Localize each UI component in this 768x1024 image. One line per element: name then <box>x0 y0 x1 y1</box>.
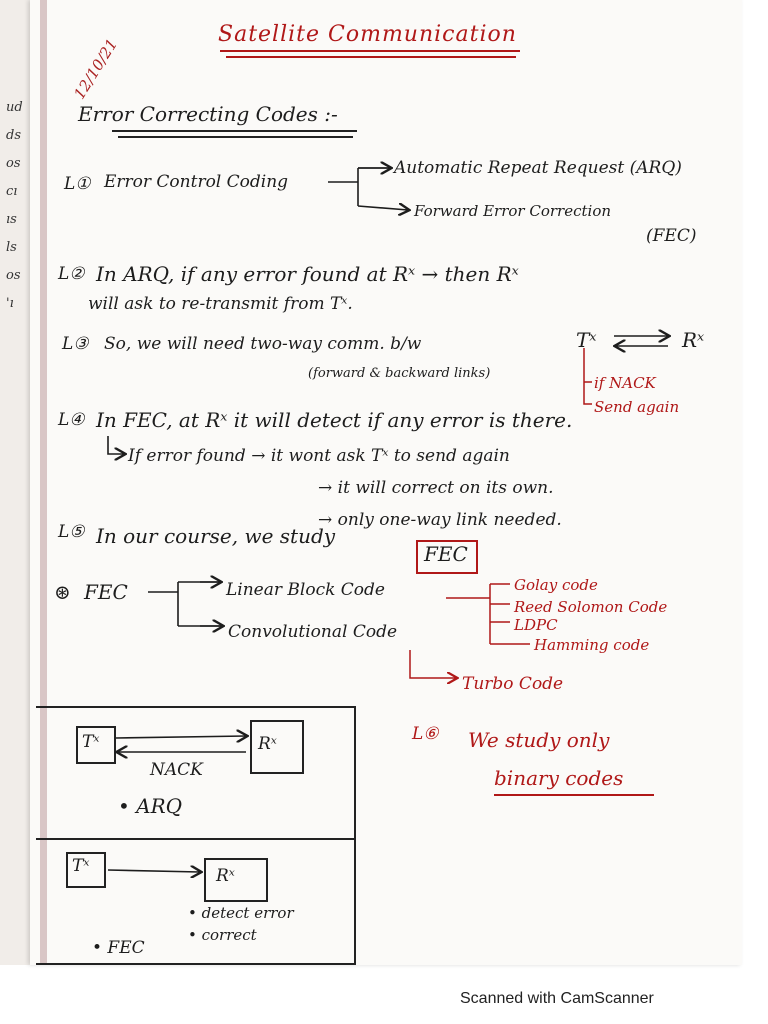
fec-rx-box <box>204 858 268 902</box>
rx-label: Rˣ <box>682 328 705 352</box>
course-note: In our course, we study <box>96 524 336 548</box>
fec-subnote-1: If error found → it wont ask Tˣ to send … <box>128 446 510 466</box>
margin-line <box>40 0 47 965</box>
arq-nack-label: NACK <box>150 760 203 780</box>
tx-label: Tˣ <box>576 328 597 352</box>
margin-fragment: ls <box>6 240 17 255</box>
page-title: Satellite Communication <box>218 22 517 47</box>
diagram-frame <box>36 706 356 965</box>
fec-abbr: (FEC) <box>646 226 697 246</box>
fec-subnote-3: → only one-way link needed. <box>318 510 562 530</box>
arq-caption: • ARQ <box>118 794 183 818</box>
margin-fragment: os <box>6 156 21 171</box>
bullet-2: L② <box>58 264 85 284</box>
fec-rx-label: Rˣ <box>216 866 235 886</box>
arq-tx-box <box>76 726 116 764</box>
scanner-watermark: Scanned with CamScanner <box>460 990 654 1007</box>
arq-rx-box <box>250 720 304 774</box>
reed-solomon-code: Reed Solomon Code <box>514 598 668 616</box>
fec-tx-label: Tˣ <box>72 856 90 876</box>
fec-highlight-box <box>416 540 478 574</box>
margin-fragment: cı <box>6 184 18 199</box>
fec-note-correct: • correct <box>188 926 257 944</box>
title-underline-2 <box>226 56 516 58</box>
arq-note-b: will ask to re-transmit from Tˣ. <box>88 294 353 314</box>
margin-fragment: 'ı <box>6 296 14 311</box>
margin-fragment: ud <box>6 100 23 115</box>
bullet-6: L⑥ <box>412 724 439 744</box>
diagram-divider <box>36 838 356 840</box>
send-again-note: Send again <box>594 398 680 416</box>
hamming-code: Hamming code <box>534 636 650 654</box>
fec-note: In FEC, at Rˣ it will detect if any erro… <box>96 408 573 432</box>
arq-branch: Automatic Repeat Request (ARQ) <box>394 158 682 178</box>
heading-underline <box>112 130 357 132</box>
error-control-coding-label: Error Control Coding <box>104 172 289 192</box>
ldpc-code: LDPC <box>514 616 558 634</box>
bullet-3: L③ <box>62 334 89 354</box>
bullet-1: L① <box>64 174 91 194</box>
margin-fragment: ıs <box>6 212 17 227</box>
linear-block-code: Linear Block Code <box>226 580 385 600</box>
margin-fragment: os <box>6 268 21 283</box>
fec-boxed-label: FEC <box>424 542 468 566</box>
links-note: (forward & backward links) <box>308 366 491 381</box>
fec-note-detect: • detect error <box>188 904 294 922</box>
bullet-4: L④ <box>58 410 85 430</box>
convolutional-code: Convolutional Code <box>228 622 398 642</box>
notebook-spine <box>0 0 34 965</box>
fec-tree-root: FEC <box>84 580 128 604</box>
fec-tx-box <box>66 852 106 888</box>
arq-tx-label: Tˣ <box>82 732 100 752</box>
margin-fragment: ds <box>6 128 21 143</box>
arq-note-a: In ARQ, if any error found at Rˣ → then … <box>96 262 519 286</box>
if-nack-note: if NACK <box>594 374 656 392</box>
notebook-page <box>30 0 742 965</box>
arq-rx-label: Rˣ <box>258 734 277 754</box>
bullet-5: L⑤ <box>58 522 85 542</box>
binary-note-b: binary codes <box>494 766 624 790</box>
binary-underline <box>494 794 654 796</box>
two-way-note: So, we will need two-way comm. b/w <box>104 334 422 354</box>
fec-branch: Forward Error Correction <box>414 202 612 220</box>
binary-note-a: We study only <box>468 728 610 752</box>
golay-code: Golay code <box>514 576 598 594</box>
fec-subnote-2: → it will correct on its own. <box>318 478 554 498</box>
heading-underline-2 <box>118 136 353 138</box>
title-underline <box>220 50 520 52</box>
fec-tree-bullet: ⊛ <box>54 580 71 604</box>
turbo-code: Turbo Code <box>462 674 564 694</box>
section-heading: Error Correcting Codes :- <box>78 102 338 126</box>
fec-caption: • FEC <box>92 938 145 958</box>
